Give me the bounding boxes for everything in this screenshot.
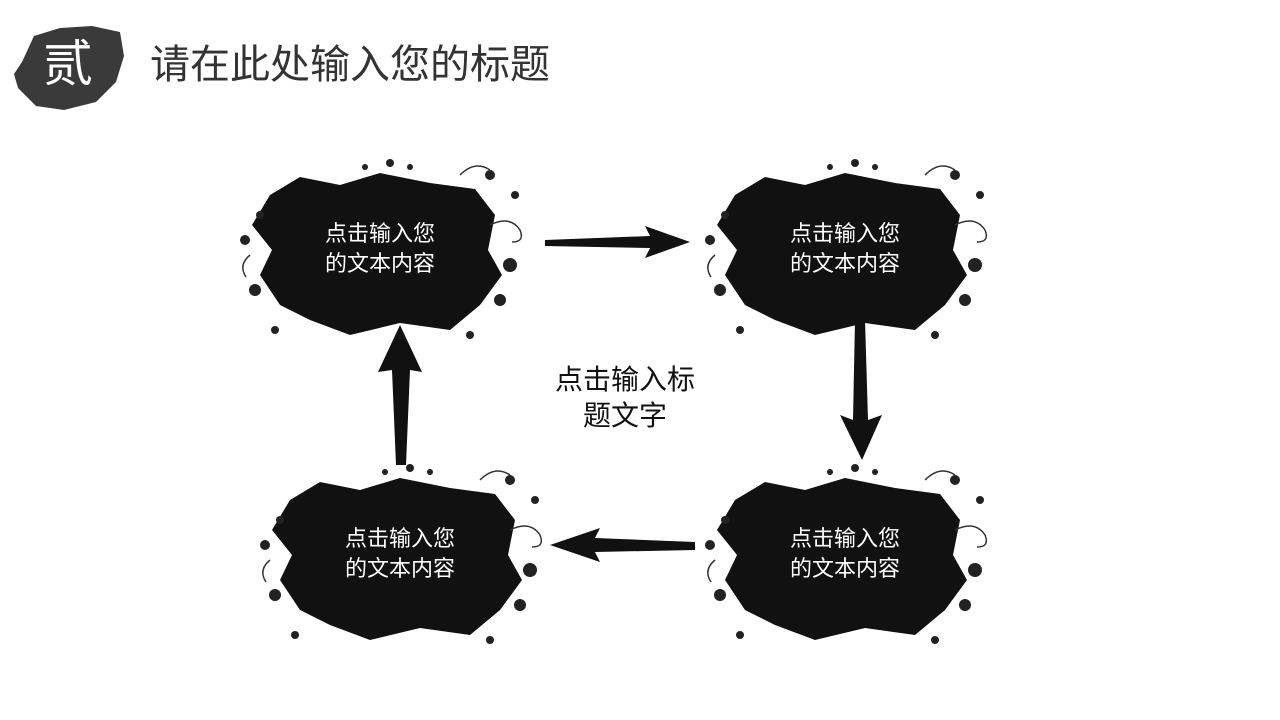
arrow-up-icon	[378, 325, 422, 465]
node-text-line1: 点击输入您	[344, 527, 455, 552]
node-text-line1: 点击输入您	[324, 222, 435, 247]
node-text-line2: 的文本内容	[789, 557, 900, 582]
arrow-left-icon	[550, 528, 695, 562]
process-node-1[interactable]: 点击输入您的文本内容	[230, 155, 530, 345]
page-title[interactable]: 请在此处输入您的标题	[150, 42, 550, 88]
section-badge: 贰	[43, 35, 93, 93]
process-node-3[interactable]: 点击输入您的文本内容	[695, 460, 995, 650]
node-text-line2: 的文本内容	[344, 557, 455, 582]
process-node-2[interactable]: 点击输入您的文本内容	[695, 155, 995, 345]
center-title-line2: 题文字	[582, 399, 667, 432]
arrow-right-icon	[545, 226, 690, 258]
section-badge-ink-icon	[14, 26, 124, 110]
center-title[interactable]: 点击输入标 题文字	[525, 362, 725, 434]
node-text-line1: 点击输入您	[789, 527, 900, 552]
node-text-line2: 的文本内容	[789, 252, 900, 277]
process-node-4[interactable]: 点击输入您的文本内容	[250, 460, 550, 650]
arrow-down-icon	[840, 320, 882, 460]
node-text-line1: 点击输入您	[789, 222, 900, 247]
center-title-line1: 点击输入标	[554, 363, 695, 396]
node-text-line2: 的文本内容	[324, 252, 435, 277]
